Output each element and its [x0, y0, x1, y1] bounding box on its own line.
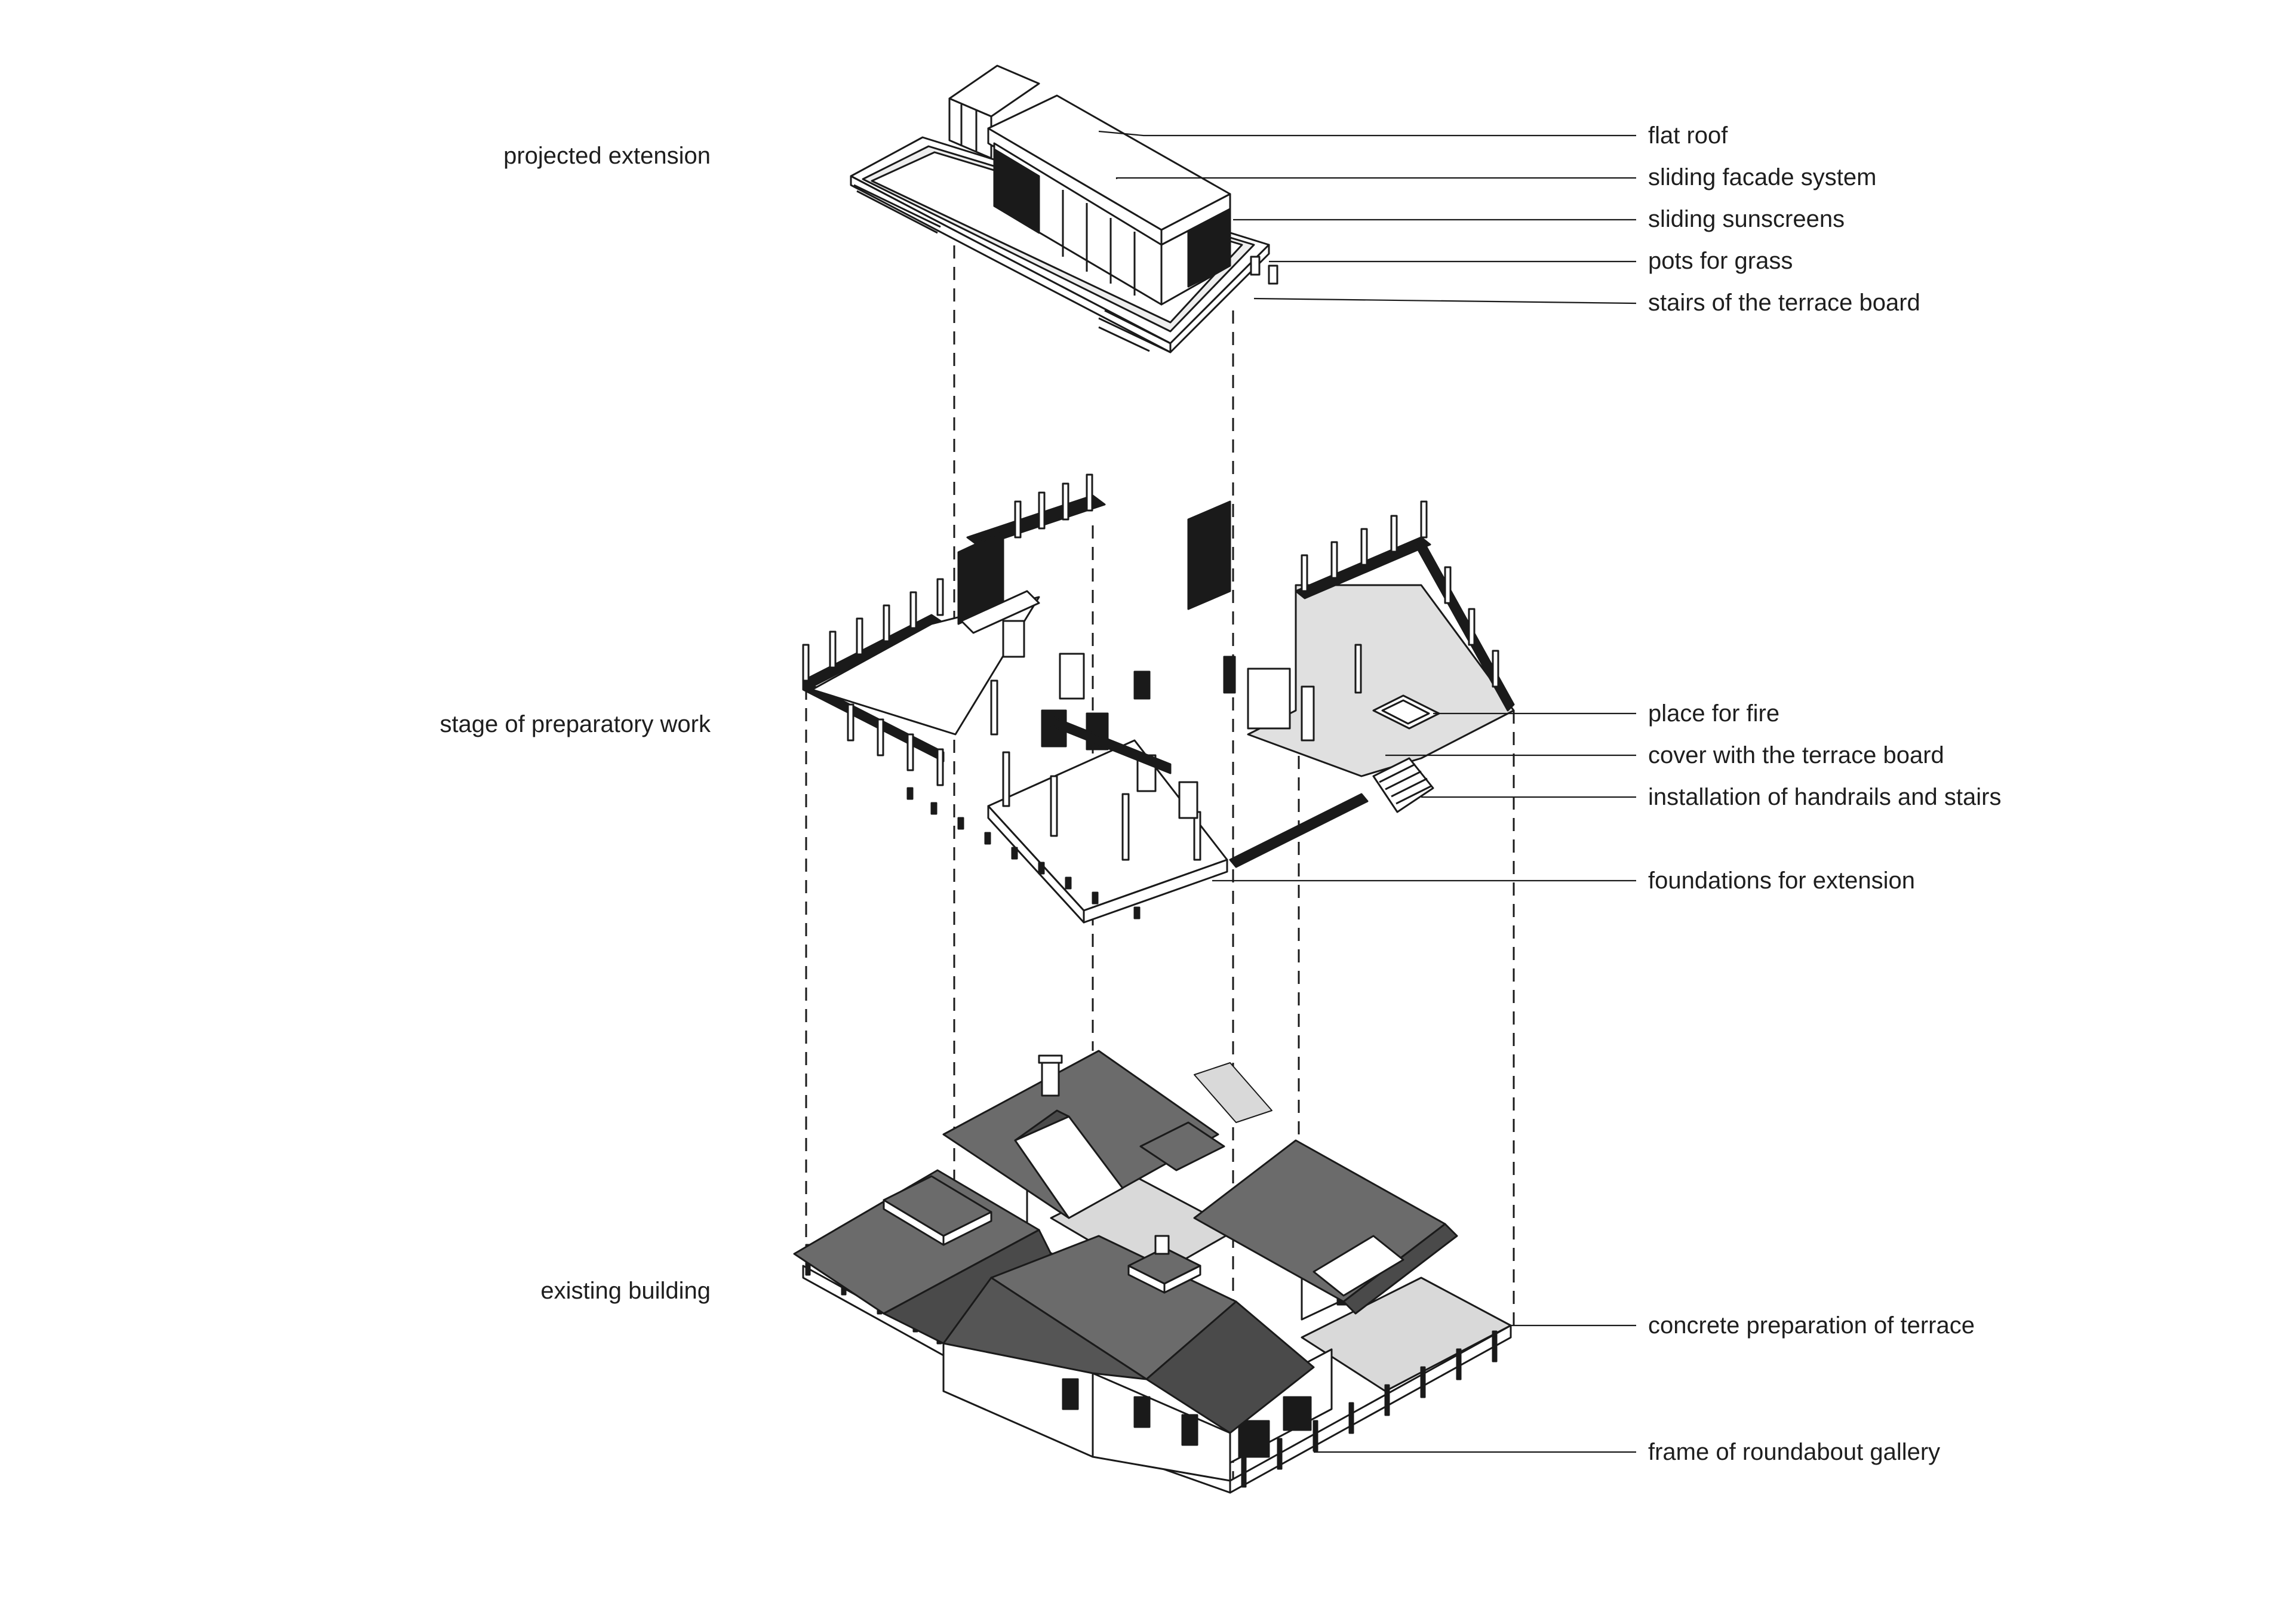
label-stairs-of-the-terrace-board: stairs of the terrace board	[1648, 290, 1920, 316]
label-sliding-facade-system: sliding facade system	[1648, 164, 1876, 190]
leader-lines	[1098, 130, 1637, 1453]
preparatory-work-drawing	[802, 473, 1515, 924]
label-sliding-sunscreens: sliding sunscreens	[1648, 206, 1845, 232]
projected-extension-drawing	[850, 64, 1278, 353]
label-pots-for-grass: pots for grass	[1648, 248, 1793, 274]
existing-building-drawing	[793, 1050, 1512, 1494]
label-place-for-fire: place for fire	[1648, 700, 1779, 727]
label-foundations-for-extension: foundations for extension	[1648, 868, 1915, 894]
stage-label-projected-extension: projected extension	[503, 143, 711, 169]
label-concrete-preparation-of-terrace: concrete preparation of terrace	[1648, 1312, 1975, 1339]
label-flat-roof: flat roof	[1648, 122, 1728, 149]
stage-label-existing-building: existing building	[540, 1278, 711, 1304]
label-cover-with-the-terrace-board: cover with the terrace board	[1648, 742, 1944, 768]
label-frame-of-roundabout-gallery: frame of roundabout gallery	[1648, 1439, 1940, 1465]
label-installation-of-handrails-and-stairs: installation of handrails and stairs	[1648, 784, 2001, 810]
stage-label-preparatory-work: stage of preparatory work	[439, 711, 711, 737]
